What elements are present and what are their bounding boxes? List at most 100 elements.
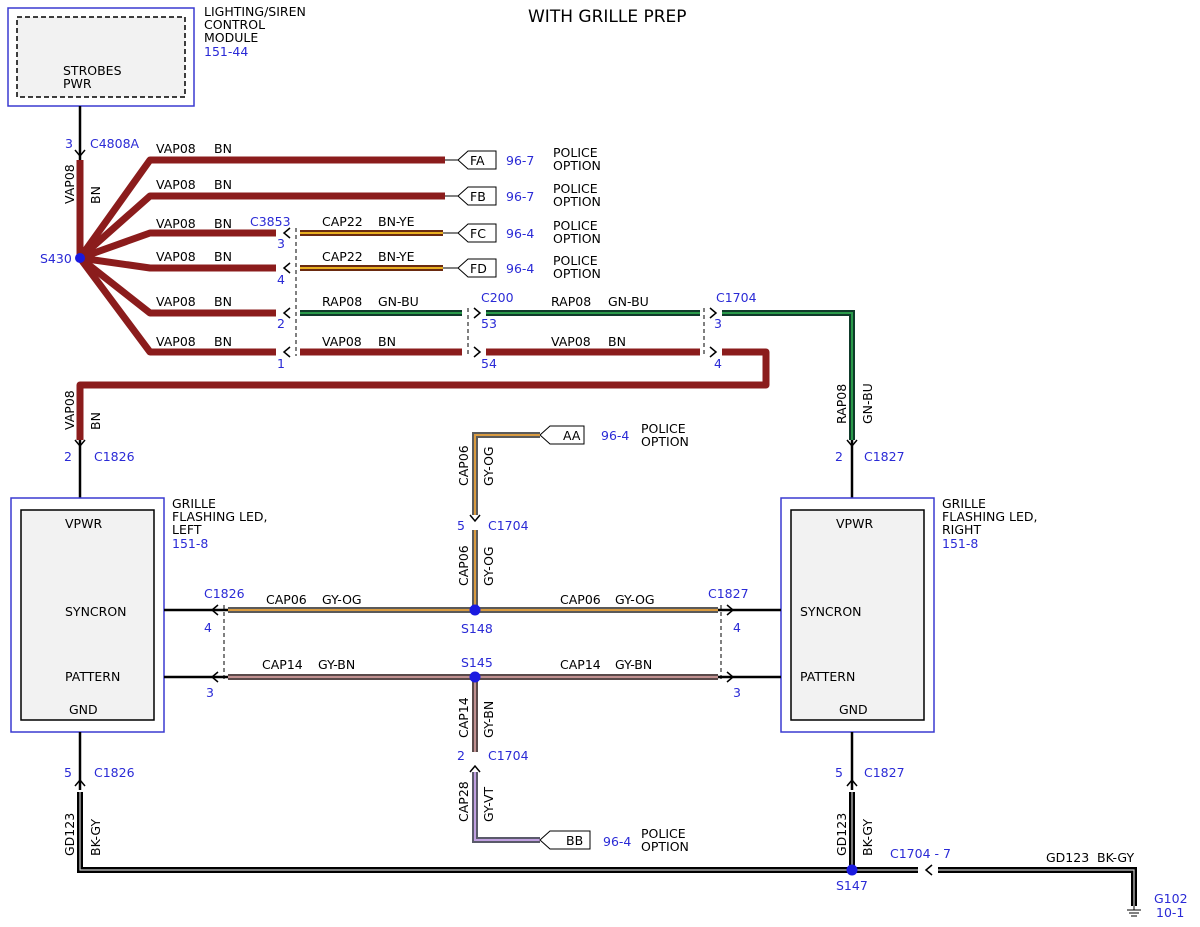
splice-s148 xyxy=(469,604,481,616)
svg-text:POLICE: POLICE xyxy=(553,181,598,196)
svg-text:151-44: 151-44 xyxy=(204,44,248,59)
svg-text:BN: BN xyxy=(214,334,232,349)
svg-text:5: 5 xyxy=(64,765,72,780)
svg-text:POLICE: POLICE xyxy=(553,145,598,160)
svg-text:5: 5 xyxy=(835,765,843,780)
splice-s147 xyxy=(846,864,858,876)
svg-text:OPTION: OPTION xyxy=(553,231,601,246)
svg-text:151-8: 151-8 xyxy=(172,536,208,551)
lighting-siren-control-module: STROBES PWR LIGHTING/SIREN CONTROL MODUL… xyxy=(7,4,306,107)
flag-aa[interactable]: AA 96-4 POLICE OPTION xyxy=(539,421,689,449)
svg-text:4: 4 xyxy=(714,356,722,371)
svg-text:FLASHING LED,: FLASHING LED, xyxy=(172,509,267,524)
svg-text:CAP22: CAP22 xyxy=(322,249,363,264)
svg-text:VAP08: VAP08 xyxy=(62,164,77,204)
svg-text:S147: S147 xyxy=(836,878,868,893)
flag-fa[interactable]: FA 96-7 POLICE OPTION xyxy=(445,145,601,173)
svg-text:GN-BU: GN-BU xyxy=(860,383,875,424)
svg-text:3: 3 xyxy=(65,136,73,151)
svg-text:VAP08: VAP08 xyxy=(551,334,591,349)
svg-text:96-4: 96-4 xyxy=(506,226,534,241)
svg-text:CAP14: CAP14 xyxy=(560,657,601,672)
svg-text:POLICE: POLICE xyxy=(553,253,598,268)
svg-text:CONTROL: CONTROL xyxy=(204,17,265,32)
svg-text:BN-YE: BN-YE xyxy=(378,249,415,264)
svg-text:LIGHTING/SIREN: LIGHTING/SIREN xyxy=(204,4,306,19)
svg-text:GY-OG: GY-OG xyxy=(481,546,496,586)
flag-bb[interactable]: BB 96-4 POLICE OPTION xyxy=(539,826,689,854)
flag-fd[interactable]: FD 96-4 POLICE OPTION xyxy=(443,253,601,281)
svg-text:BN: BN xyxy=(378,334,396,349)
svg-text:CAP28: CAP28 xyxy=(456,781,471,822)
svg-text:53: 53 xyxy=(481,316,497,331)
svg-text:CAP14: CAP14 xyxy=(456,697,471,738)
svg-text:GN-BU: GN-BU xyxy=(378,294,419,309)
svg-text:C4808A: C4808A xyxy=(90,136,140,151)
svg-text:C1827: C1827 xyxy=(864,449,905,464)
svg-text:C200: C200 xyxy=(481,290,514,305)
svg-text:GY-BN: GY-BN xyxy=(615,657,652,672)
flag-fb[interactable]: FB 96-7 POLICE OPTION xyxy=(445,181,601,209)
svg-text:BN: BN xyxy=(214,141,232,156)
svg-text:VPWR: VPWR xyxy=(836,516,873,531)
svg-text:OPTION: OPTION xyxy=(641,839,689,854)
svg-text:FC: FC xyxy=(470,226,486,241)
svg-text:C1704 - 7: C1704 - 7 xyxy=(890,846,951,861)
svg-text:GY-OG: GY-OG xyxy=(481,446,496,486)
svg-text:FLASHING LED,: FLASHING LED, xyxy=(942,509,1037,524)
svg-text:CAP22: CAP22 xyxy=(322,214,363,229)
svg-text:PATTERN: PATTERN xyxy=(800,669,855,684)
svg-text:C3853: C3853 xyxy=(250,214,291,229)
svg-text:BN: BN xyxy=(214,216,232,231)
svg-text:96-7: 96-7 xyxy=(506,189,534,204)
svg-text:GY-OG: GY-OG xyxy=(615,592,655,607)
svg-text:GY-OG: GY-OG xyxy=(322,592,362,607)
svg-text:G102: G102 xyxy=(1154,891,1188,906)
svg-text:BK-GY: BK-GY xyxy=(88,819,103,856)
svg-text:FA: FA xyxy=(470,153,485,168)
grille-flashing-led-left: VPWR SYNCRON PATTERN GND GRILLE FLASHING… xyxy=(10,496,267,733)
svg-text:POLICE: POLICE xyxy=(553,218,598,233)
svg-text:VAP08: VAP08 xyxy=(156,334,196,349)
svg-text:C1826: C1826 xyxy=(94,765,135,780)
svg-text:CAP06: CAP06 xyxy=(456,545,471,586)
svg-text:151-8: 151-8 xyxy=(942,536,978,551)
svg-text:RAP08: RAP08 xyxy=(834,384,849,424)
svg-text:RAP08: RAP08 xyxy=(551,294,591,309)
svg-text:RIGHT: RIGHT xyxy=(942,522,981,537)
svg-text:10-1: 10-1 xyxy=(1156,905,1184,920)
svg-text:2: 2 xyxy=(64,449,72,464)
svg-text:VAP08: VAP08 xyxy=(156,177,196,192)
svg-text:2: 2 xyxy=(457,748,465,763)
svg-text:OPTION: OPTION xyxy=(553,266,601,281)
svg-text:GD123: GD123 xyxy=(62,813,77,856)
svg-text:LEFT: LEFT xyxy=(172,522,202,537)
svg-text:C1704: C1704 xyxy=(488,518,529,533)
svg-text:C1826: C1826 xyxy=(204,586,245,601)
svg-text:3: 3 xyxy=(277,236,285,251)
svg-text:BN-YE: BN-YE xyxy=(378,214,415,229)
svg-text:AA: AA xyxy=(563,428,581,443)
svg-text:2: 2 xyxy=(277,316,285,331)
cap22-bn-ye-wires xyxy=(300,230,443,271)
svg-text:CAP14: CAP14 xyxy=(262,657,303,672)
svg-text:GRILLE: GRILLE xyxy=(942,496,986,511)
svg-text:54: 54 xyxy=(481,356,497,371)
svg-text:BN: BN xyxy=(214,249,232,264)
svg-text:BN: BN xyxy=(214,294,232,309)
svg-text:OPTION: OPTION xyxy=(553,194,601,209)
svg-text:4: 4 xyxy=(277,272,285,287)
svg-text:BK-GY: BK-GY xyxy=(1097,850,1134,865)
svg-text:96-4: 96-4 xyxy=(601,428,629,443)
svg-text:4: 4 xyxy=(204,620,212,635)
svg-text:OPTION: OPTION xyxy=(553,158,601,173)
svg-text:S148: S148 xyxy=(461,621,493,636)
flag-fc[interactable]: FC 96-4 POLICE OPTION xyxy=(443,218,601,246)
svg-text:C1704: C1704 xyxy=(716,290,757,305)
gd123-bk-gy-wires xyxy=(77,792,1137,906)
svg-text:GN-BU: GN-BU xyxy=(608,294,649,309)
svg-text:BN: BN xyxy=(214,177,232,192)
page-title: WITH GRILLE PREP xyxy=(528,7,687,27)
svg-text:VPWR: VPWR xyxy=(65,516,102,531)
